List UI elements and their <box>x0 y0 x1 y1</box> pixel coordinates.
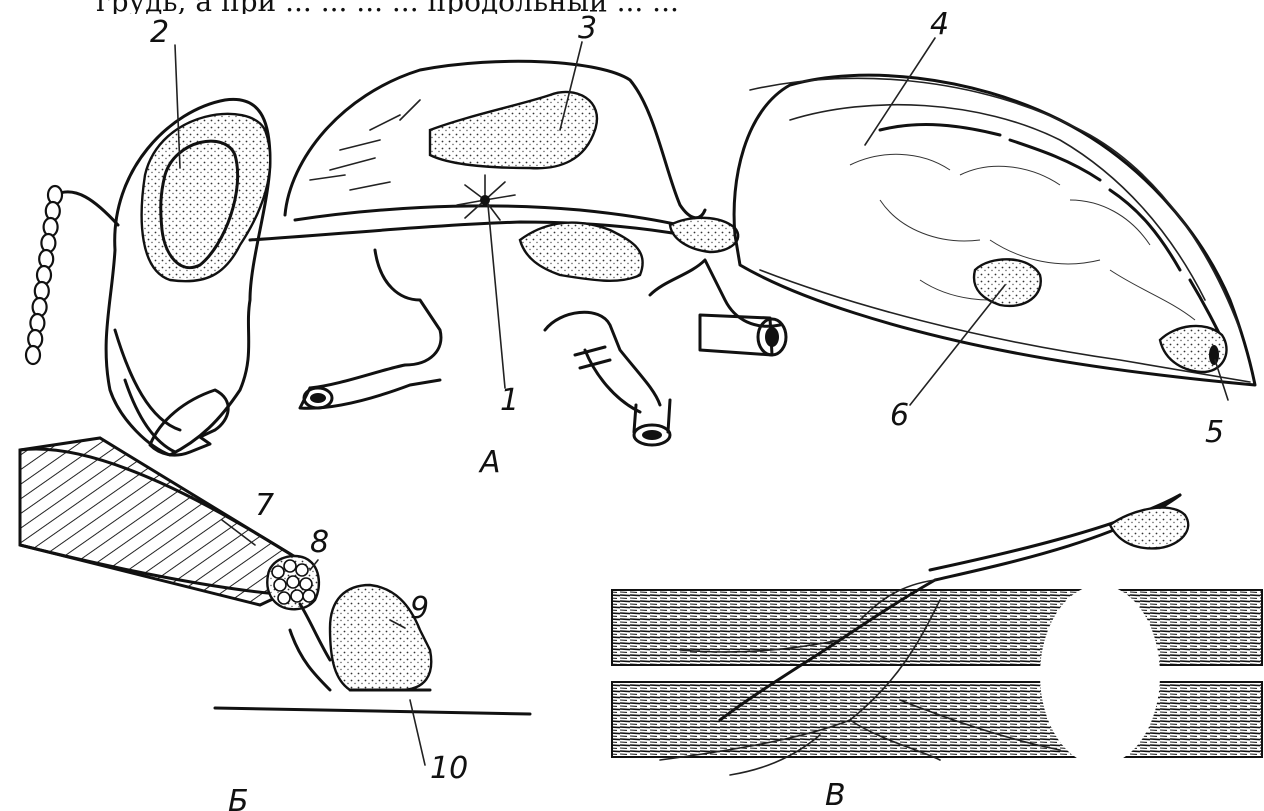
thoracic-ganglion <box>457 175 643 281</box>
label-5: 5 <box>1205 415 1224 450</box>
panel-label-c: В <box>825 778 846 811</box>
label-3: 3 <box>578 11 597 46</box>
cell-dot <box>278 592 290 604</box>
panel-b-spiracle <box>20 438 530 765</box>
label-1: 1 <box>500 383 519 418</box>
trachea-end <box>1110 508 1188 549</box>
antenna <box>26 186 118 364</box>
cell-dot <box>303 590 315 602</box>
panel-label-a: А <box>478 445 501 480</box>
cell-dot <box>291 590 303 602</box>
panel-c-tracheoles <box>612 495 1262 775</box>
label-10: 10 <box>430 751 468 786</box>
cell-dot <box>300 578 312 590</box>
abdominal-organ <box>974 259 1041 306</box>
label-2: 2 <box>150 15 169 50</box>
dorsal-vessel <box>880 125 1225 345</box>
cell-dot <box>296 564 308 576</box>
label-9: 9 <box>410 591 429 626</box>
legs <box>300 250 786 445</box>
label-8: 8 <box>310 525 329 560</box>
cell-dot <box>274 579 286 591</box>
cell-dot <box>284 560 296 572</box>
cell-dot <box>272 566 284 578</box>
label-7: 7 <box>255 488 274 523</box>
label-4: 4 <box>930 7 949 42</box>
panel-label-b: Б <box>228 784 249 811</box>
petiole <box>670 218 738 252</box>
muscle-fibers <box>612 590 1262 665</box>
muscle-fibers-lower <box>612 682 1262 757</box>
label-6: 6 <box>890 398 909 433</box>
cell-dot <box>287 576 299 588</box>
antenna-segment <box>26 346 40 364</box>
thoracic-gland <box>430 92 597 168</box>
panel-a-insect <box>26 38 1255 455</box>
